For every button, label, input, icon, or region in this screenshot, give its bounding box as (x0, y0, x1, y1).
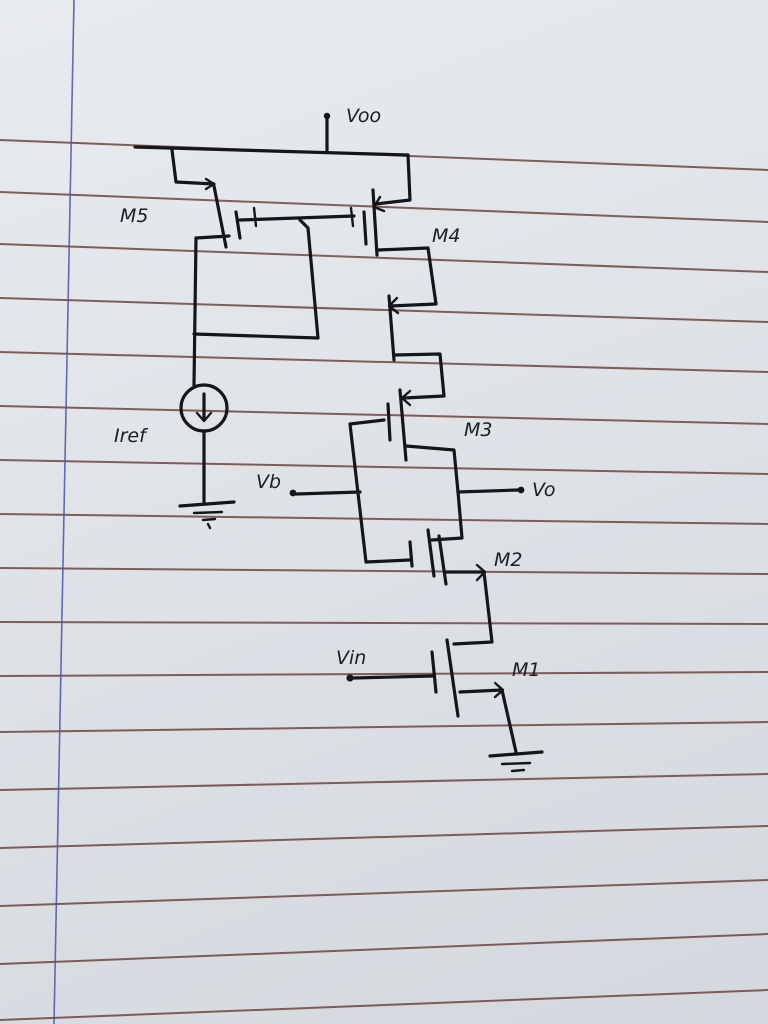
gate-bar (238, 214, 356, 222)
label-vb: Vb (256, 471, 281, 493)
vdd-terminal (323, 112, 331, 120)
label-vdd: Voo (346, 105, 381, 127)
ground-m1 (488, 750, 544, 773)
ground-iref (178, 500, 236, 530)
gate-bar-tick-right (349, 206, 355, 228)
label-m5: M5 (120, 205, 148, 227)
label-vin: Vin (336, 647, 366, 669)
label-m2: M2 (494, 549, 522, 571)
label-m1: M1 (512, 659, 540, 681)
ruled-lines (0, 139, 768, 1021)
m5-drain-wire (192, 236, 198, 387)
transistor-m2 (408, 490, 494, 646)
vdd-rail (133, 145, 410, 157)
vin-wire (352, 674, 434, 680)
current-source-iref (179, 383, 229, 504)
transistor-m5 (170, 148, 242, 249)
vb-wire (294, 490, 362, 496)
vo-wire (456, 488, 520, 494)
vo-terminal (517, 486, 525, 494)
label-iref: Iref (114, 425, 149, 447)
diode-connection (192, 218, 320, 340)
transistor-m4 (362, 153, 438, 315)
gate-bar-tick-left (252, 206, 258, 228)
transistor-m1 (430, 638, 518, 754)
label-vo: Vo (532, 479, 556, 501)
margin-line (53, 0, 75, 1024)
label-m3: M3 (464, 419, 492, 441)
vin-terminal (346, 674, 354, 682)
label-m4: M4 (432, 225, 460, 247)
